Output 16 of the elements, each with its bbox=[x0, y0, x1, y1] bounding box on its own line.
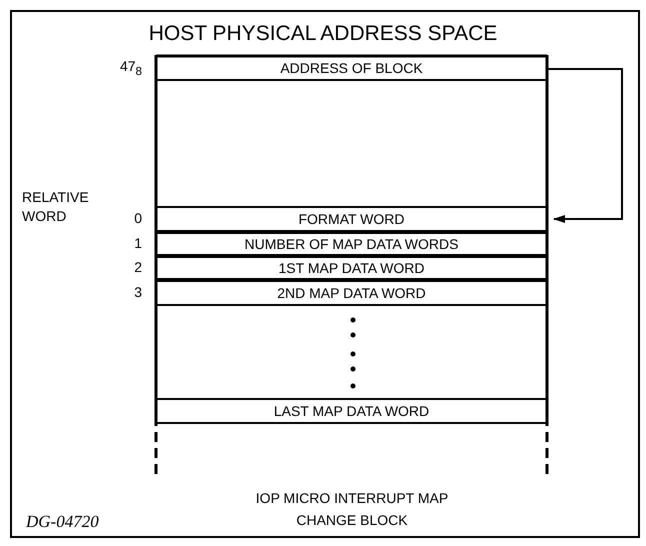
memory-word-cell: NUMBER OF MAP DATA WORDS bbox=[157, 232, 546, 256]
memory-word-cell: ADDRESS OF BLOCK bbox=[157, 57, 546, 81]
axis-label: RELATIVE WORD bbox=[22, 188, 90, 226]
address-label: 47$_{8}$ bbox=[118, 58, 142, 78]
memory-word-cell: FORMAT WORD bbox=[157, 206, 546, 232]
memory-word-cell: 1ST MAP DATA WORD bbox=[157, 256, 546, 280]
diagram-caption: IOP MICRO INTERRUPT MAP CHANGE BLOCK bbox=[254, 489, 450, 530]
word-offset: 3 bbox=[133, 284, 142, 300]
memory-word-cell: LAST MAP DATA WORD bbox=[157, 398, 546, 424]
diagram-title: HOST PHYSICAL ADDRESS SPACE bbox=[148, 22, 498, 46]
word-offset: 2 bbox=[133, 259, 142, 275]
pointer-arrow bbox=[548, 68, 623, 223]
word-offset: 1 bbox=[133, 235, 142, 251]
word-offset: 0 bbox=[133, 210, 142, 226]
figure-number: DG-04720 bbox=[26, 512, 100, 532]
memory-word-cell: 2ND MAP DATA WORD bbox=[157, 280, 546, 306]
